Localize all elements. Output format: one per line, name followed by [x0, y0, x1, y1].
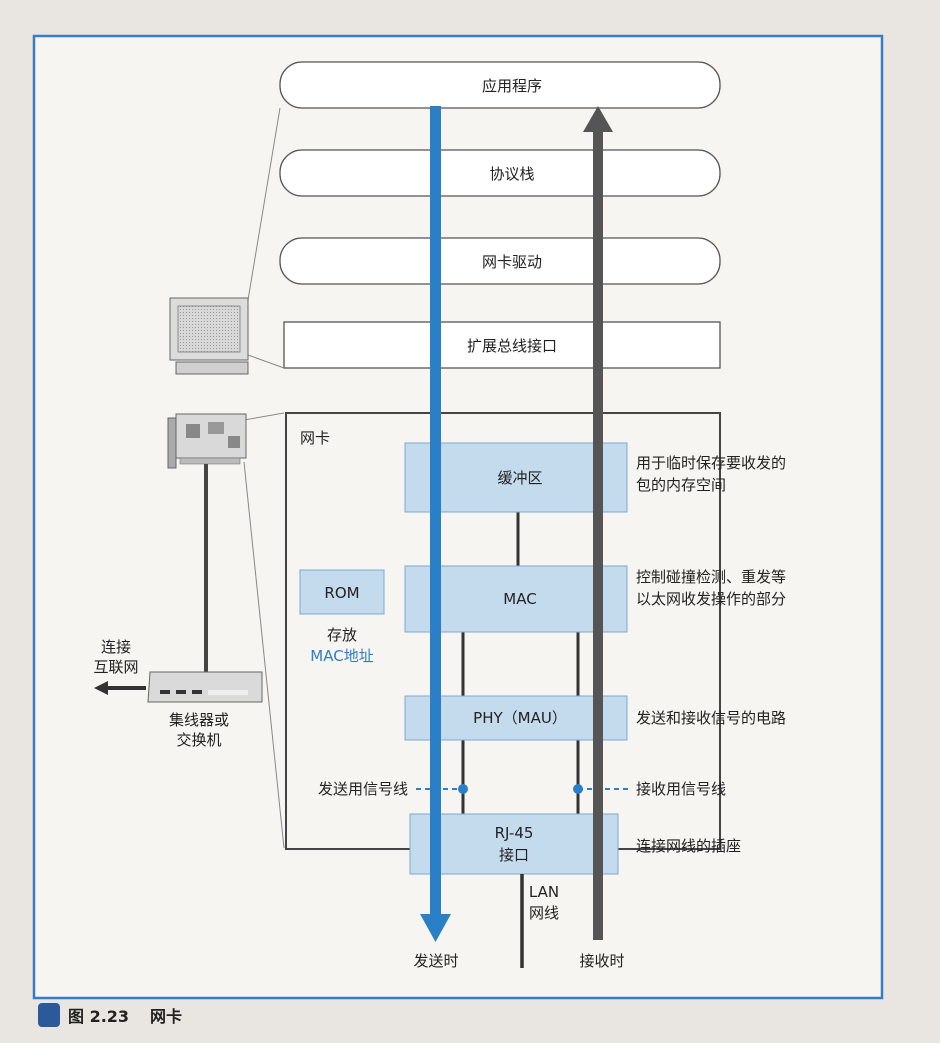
buffer-annotation: 包的内存空间 — [636, 476, 726, 494]
tx-line-label: 发送用信号线 — [318, 780, 408, 798]
network-card-icon — [167, 413, 247, 469]
mac-block — [404, 565, 628, 633]
buffer-label: 缓冲区 — [497, 469, 542, 487]
buffer-annotation: 用于临时保存要收发的 — [636, 454, 786, 472]
lan-label: 网线 — [529, 904, 559, 922]
send-arrow — [420, 106, 451, 942]
callout-line — [247, 354, 285, 369]
rom-note-mac-address: MAC地址 — [310, 647, 373, 665]
rx-line-label: 接收用信号线 — [636, 780, 726, 798]
rom-label: ROM — [324, 584, 359, 602]
nic-label: 网卡 — [300, 429, 330, 447]
receive-arrow — [583, 106, 613, 940]
layer-label-app: 应用程序 — [482, 77, 542, 95]
phy-block — [404, 695, 628, 741]
rj45-label: RJ-45 — [495, 824, 534, 842]
mac-label: MAC — [503, 590, 536, 608]
caption-title: 网卡 — [150, 1007, 182, 1026]
bus-interface-box — [283, 321, 721, 369]
caption-marker — [38, 1003, 60, 1027]
callout-line — [243, 461, 285, 849]
lan-label: LAN — [529, 883, 559, 901]
bus-interface-label: 扩展总线接口 — [467, 337, 557, 355]
layer-box-driver — [279, 237, 721, 285]
rom-note: 存放 — [327, 626, 357, 644]
mac-annotation: 控制碰撞检测、重发等 — [636, 568, 786, 586]
send-label: 发送时 — [413, 952, 458, 970]
computer-icon — [169, 297, 249, 375]
internet-arrow — [94, 681, 146, 695]
layer-label-protocol-stack: 协议栈 — [489, 165, 534, 183]
layer-box-app — [279, 61, 721, 109]
hub-icon — [147, 671, 263, 703]
caption-number: 图 2.23 — [68, 1007, 129, 1026]
buffer-block — [404, 442, 628, 513]
rom-block — [299, 569, 385, 615]
receive-label: 接收时 — [579, 952, 624, 970]
phy-annotation: 发送和接收信号的电路 — [636, 709, 786, 727]
callout-line — [247, 107, 281, 301]
hub-label: 交换机 — [176, 731, 221, 749]
layer-box-protocol-stack — [279, 149, 721, 197]
layer-label-driver: 网卡驱动 — [482, 253, 542, 271]
internet-label: 连接 — [101, 638, 131, 656]
hub-label: 集线器或 — [169, 711, 229, 729]
phy-label: PHY（MAU） — [473, 709, 567, 727]
callout-line — [243, 412, 285, 421]
mac-annotation: 以太网收发操作的部分 — [636, 590, 786, 608]
rj45-annotation: 连接网线的插座 — [636, 837, 741, 855]
internet-label: 互联网 — [93, 658, 138, 676]
rj45-block — [409, 813, 619, 875]
rx-line-dot — [573, 784, 583, 794]
tx-line-dot — [458, 784, 468, 794]
rj45-label: 接口 — [499, 846, 529, 864]
